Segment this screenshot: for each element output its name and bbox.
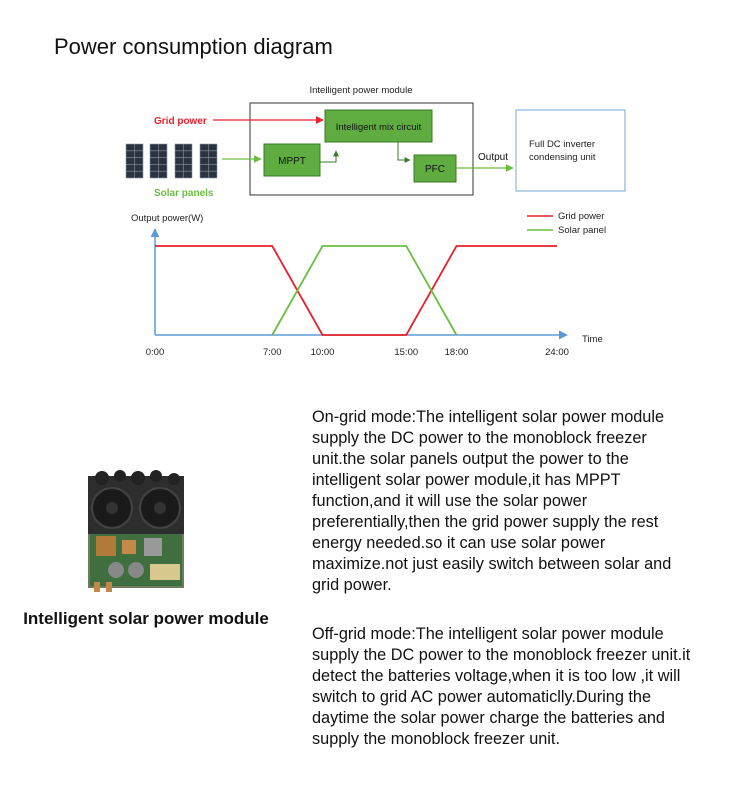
- series-line-grid-power: [155, 245, 557, 336]
- page-title: Power consumption diagram: [54, 34, 333, 59]
- product-label: Intelligent solar power module: [23, 609, 269, 628]
- unit-label-line1: Full DC inverter: [529, 139, 595, 150]
- description-line: supply the monoblock freezer unit.: [312, 730, 560, 748]
- description-line: maximize.not just easily switch between …: [312, 555, 672, 573]
- description-line: energy needed.so it can use solar power: [312, 534, 606, 552]
- mppt-block: [263, 143, 321, 177]
- mppt-label: MPPT: [278, 156, 306, 167]
- mix-circuit-label: Intelligent mix circuit: [336, 122, 422, 133]
- legend-solar-label: Solar panel: [558, 225, 606, 236]
- mix-to-pfc-arrow: [397, 142, 411, 163]
- x-tick-label: 0:00: [146, 347, 165, 358]
- solar-panels-icon: [125, 143, 218, 179]
- power-diagram: Intelligent power module Grid power Sola…: [125, 85, 626, 358]
- module-box-label: Intelligent power module: [310, 85, 413, 96]
- mppt-to-mix-arrow: [320, 150, 339, 163]
- pfc-label: PFC: [425, 164, 445, 175]
- description-line: preferentially,then the grid power suppl…: [312, 513, 659, 531]
- x-tick-labels: 0:00 7:00 10:00 15:00 18:00 24:00: [146, 347, 569, 358]
- x-tick-label: 18:00: [445, 347, 469, 358]
- description-line: Off-grid mode:The intelligent solar powe…: [312, 625, 664, 643]
- output-label: Output: [478, 152, 508, 163]
- description-line: supply the DC power to the monoblock fre…: [312, 429, 647, 447]
- unit-label-line2: condensing unit: [529, 152, 596, 163]
- x-tick-label: 24:00: [545, 347, 569, 358]
- x-tick-label: 10:00: [311, 347, 335, 358]
- solar-panels-label: Solar panels: [154, 188, 214, 199]
- on-grid-description: On-grid mode:The intelligent solar power…: [312, 407, 742, 596]
- mix-circuit-block: [324, 109, 433, 143]
- description-line: supply the DC power to the monoblock fre…: [312, 646, 691, 664]
- grid-power-label: Grid power: [154, 116, 207, 127]
- description-line: On-grid mode:The intelligent solar power…: [312, 408, 665, 426]
- series-line-solar-panel: [271, 245, 458, 336]
- description-line: unit.the solar panels output the power t…: [312, 450, 629, 468]
- description-line: intelligent solar power module,it has MP…: [312, 471, 621, 489]
- description-line: detect the batteries voltage,when it is …: [312, 667, 681, 685]
- description-line: daytime the solar power charge the batte…: [312, 709, 665, 727]
- legend-grid-label: Grid power: [558, 211, 604, 222]
- power-module-photo: [88, 470, 184, 592]
- description-line: function,and it will use the solar power: [312, 492, 588, 510]
- description-line: grid power.: [312, 576, 392, 594]
- x-axis-label: Time: [582, 334, 603, 345]
- condensing-unit-box: [515, 109, 626, 192]
- x-tick-label: 7:00: [263, 347, 282, 358]
- off-grid-description: Off-grid mode:The intelligent solar powe…: [312, 624, 742, 750]
- x-tick-label: 15:00: [394, 347, 418, 358]
- chart-legend: Grid power Solar panel: [527, 211, 606, 236]
- y-axis-label: Output power(W): [131, 213, 203, 224]
- series-lines: [155, 245, 557, 336]
- description-line: switch to grid AC power automaticlly.Dur…: [312, 688, 652, 706]
